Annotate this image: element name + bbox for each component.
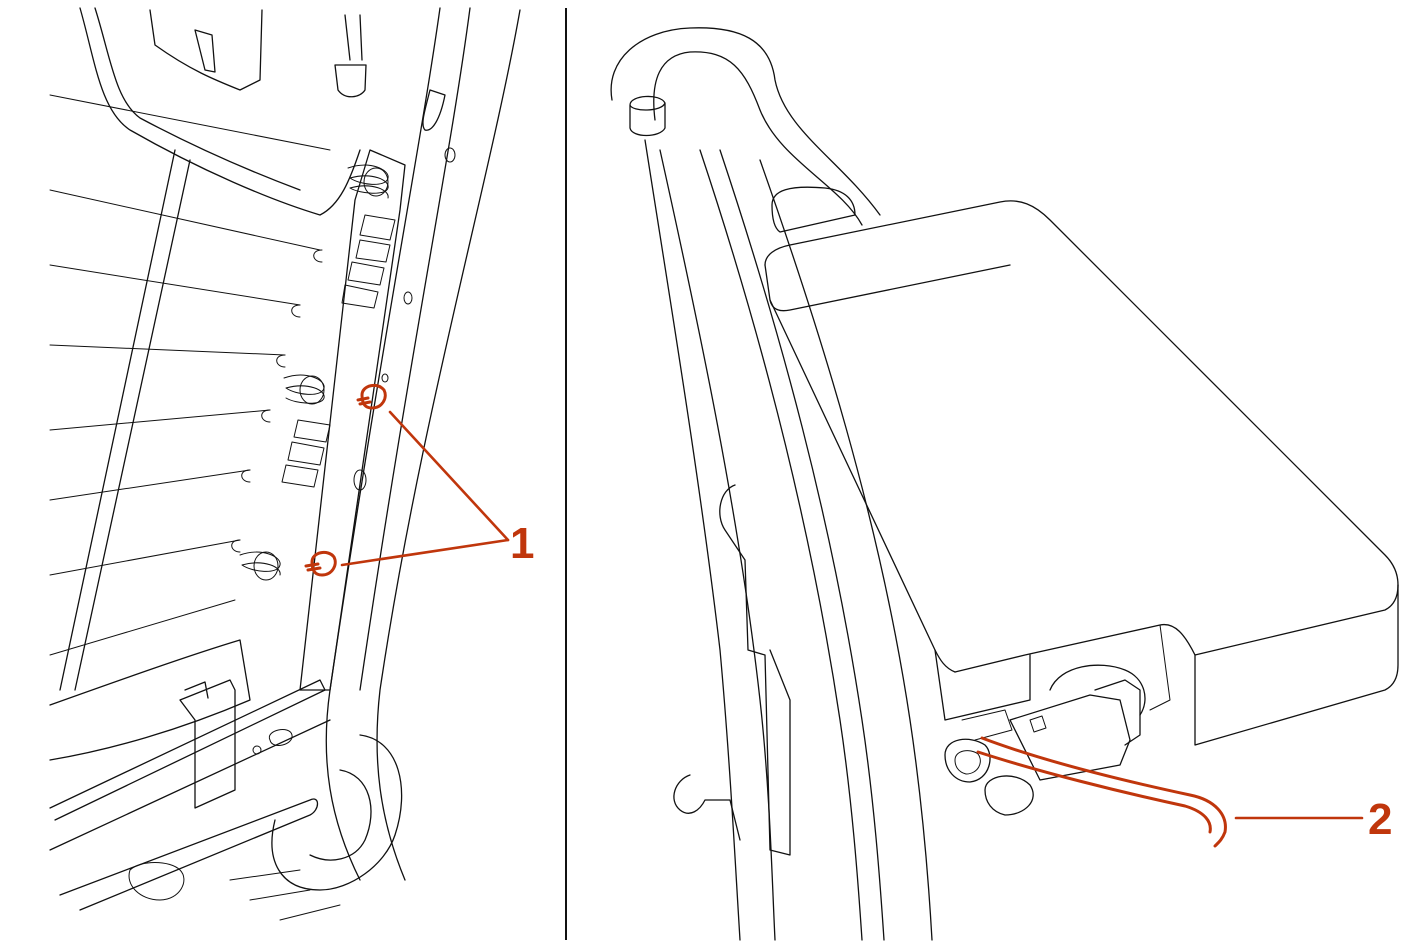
bracket-clip-1 (341, 214, 396, 309)
spring-upper (347, 164, 389, 199)
cross-wire-1 (49, 94, 331, 151)
seat-connector-block (179, 679, 236, 809)
seat-rail-track-mid (49, 719, 331, 851)
frame-side-outer (644, 139, 741, 941)
airbag-module-bottom (954, 584, 1399, 673)
frame-side-inner-2 (719, 149, 885, 941)
connector-latch (1094, 679, 1141, 746)
frame-side-inner-1 (699, 149, 863, 941)
connector-body (1009, 694, 1131, 781)
harness-clip (961, 709, 1013, 741)
wire-hook-chain (231, 249, 323, 553)
airbag-module-left (764, 264, 956, 673)
cross-wire-7 (49, 539, 241, 576)
frame-slot (771, 186, 856, 233)
rail-slot-hole (268, 729, 293, 746)
headrest-guide-post (334, 14, 367, 98)
callout-2-label: 2 (1368, 795, 1392, 844)
callout-1-leader-lower (340, 538, 510, 567)
cross-wire-3 (49, 264, 301, 306)
frame-top-contour-inner (653, 51, 863, 226)
spring-lower (239, 551, 281, 581)
mount-stud-left-inner (954, 750, 981, 775)
wiring-harness-highlight (980, 736, 1227, 848)
spring-bracket-strip (299, 149, 406, 691)
rail-bolt-hole (252, 745, 262, 755)
seat-back-top-contour-inner (94, 7, 301, 191)
lower-cushion-shape (49, 639, 251, 761)
lower-bracket-lines (229, 869, 341, 921)
callout-1-group: 1 (304, 383, 534, 577)
frame-hook (673, 774, 741, 841)
seat-rail-track-low (59, 798, 319, 911)
frame-side-inner-3 (759, 159, 933, 941)
headrest-housing (149, 9, 263, 91)
seat-back-top-contour (79, 7, 361, 216)
cross-wire-2 (49, 189, 321, 251)
rail-hole-1 (444, 147, 456, 163)
support-rod-a (59, 149, 176, 691)
bracket-clip-2 (281, 419, 331, 488)
mount-stud-left (944, 738, 991, 783)
bolt-upper-icon (356, 383, 387, 410)
cross-wire-8 (49, 599, 236, 656)
airbag-module-front-edge (769, 264, 1011, 312)
seat-rail-track-top (49, 679, 326, 821)
side-rail-outer (325, 7, 441, 881)
bolt-lower-icon (304, 550, 337, 577)
left-panel-seat-frame (49, 7, 521, 921)
wiring-harness-highlight-outline (976, 750, 1212, 834)
cross-wire-5 (49, 409, 271, 431)
connector-pin-slot (1029, 715, 1047, 733)
rail-hole-2 (403, 291, 413, 305)
recliner-wheel (271, 734, 403, 891)
rail-hole-3 (353, 469, 367, 491)
rail-hole-4 (381, 373, 389, 383)
frame-lower-bracket (719, 484, 791, 856)
callout-1-label: 1 (510, 519, 534, 568)
grommet-ring-back (1049, 664, 1146, 716)
airbag-module-side-face (934, 584, 1399, 746)
mount-stud-lower (984, 775, 1034, 816)
side-rail-slot (422, 89, 446, 131)
right-panel-airbag-module (610, 27, 1399, 941)
recliner-wheel-inner (309, 769, 372, 861)
side-rail-inner (359, 7, 471, 691)
support-rod-b (74, 159, 191, 691)
cross-wire-4 (49, 344, 286, 356)
airbag-module-top (764, 200, 1399, 586)
callout-1-leader-upper (388, 410, 510, 542)
cross-wire-6 (49, 469, 251, 501)
frame-knob (629, 95, 666, 137)
callout-2-group: 2 (976, 736, 1392, 848)
spring-middle (283, 374, 325, 405)
side-rail-front (376, 9, 521, 881)
airbag-module-tab (1149, 624, 1171, 711)
frame-side-mid (659, 149, 776, 941)
rail-foot (128, 862, 185, 901)
headrest-slot (194, 29, 216, 73)
frame-top-contour (610, 27, 881, 216)
